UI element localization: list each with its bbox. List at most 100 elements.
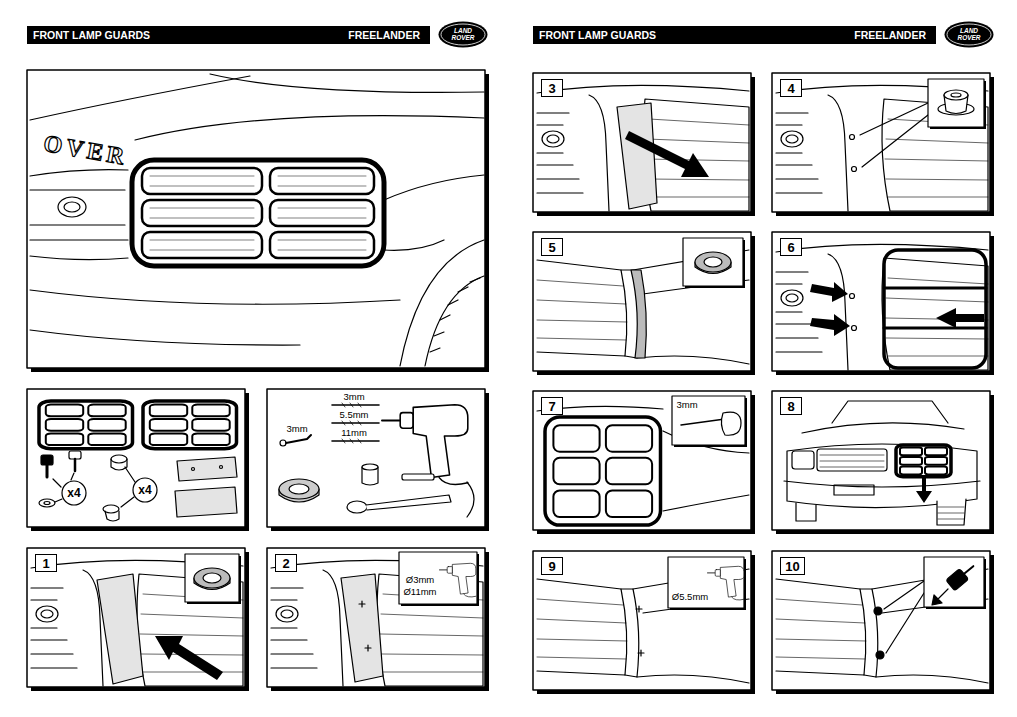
step-panel [884, 250, 986, 368]
step-panel [617, 103, 657, 209]
step-panel [672, 396, 745, 445]
step-panel [916, 477, 932, 503]
step-panel [936, 308, 984, 328]
main-illustration [400, 240, 484, 366]
kit-parts-panel [44, 502, 50, 505]
step-panel [802, 423, 964, 433]
kit-parts-panel [220, 466, 223, 469]
step-panel [772, 551, 994, 694]
kit-parts-panel [133, 478, 157, 502]
header-text: FRONT LAMP GUARDS [33, 29, 150, 41]
step-panel [203, 573, 221, 583]
step-panel [533, 391, 755, 534]
logo-oval [439, 22, 488, 48]
dimension-label: Ø11mm [403, 587, 436, 597]
step-panel [341, 574, 383, 682]
main-illustration [132, 160, 384, 266]
step-number-box: 9 [541, 557, 563, 575]
step-panel [267, 548, 485, 687]
logo-oval [441, 24, 485, 45]
main-illustration [384, 175, 484, 200]
kit-parts-panel [175, 487, 237, 517]
kit-parts-panel [111, 455, 127, 463]
step-panel [852, 326, 857, 331]
step-number-box: 7 [541, 397, 563, 415]
step-panel [772, 551, 990, 690]
main-illustration [270, 200, 374, 226]
main-illustration [150, 176, 366, 250]
step-panel [97, 574, 143, 684]
dimension-label: 5.5mm [339, 410, 368, 420]
step-panel [533, 73, 755, 216]
step-panel [668, 557, 744, 608]
header-band: FRONT LAMP GUARDSFREELANDER [27, 26, 430, 44]
main-illustration [425, 276, 484, 366]
step-panel [850, 135, 855, 140]
quantity-mark: x4 [67, 487, 80, 499]
kit-parts-panel [74, 459, 77, 471]
main-illustration [30, 170, 128, 260]
brand-logo: LAND ROVER [438, 21, 488, 48]
step-number: 3 [548, 81, 555, 96]
step-panel [772, 232, 994, 375]
brand-logo: LAND ROVER [944, 21, 994, 48]
step-number-box: 1 [35, 554, 57, 572]
step-number-box: 6 [780, 238, 802, 256]
step-number-box: 4 [780, 79, 802, 97]
step-panel [860, 103, 928, 167]
tools-panel [366, 495, 451, 510]
step-panel [796, 503, 816, 521]
kit-parts-panel [27, 389, 249, 531]
logo-oval [945, 22, 994, 48]
kit-parts-panel [46, 465, 49, 477]
main-illustration [142, 168, 262, 194]
kit-parts-panel [111, 459, 127, 470]
step-panel [884, 581, 924, 653]
step-panel [784, 481, 980, 487]
step-panel [359, 601, 371, 651]
step-panel [772, 232, 990, 371]
step-panel [772, 73, 994, 216]
main-illustration [27, 70, 485, 368]
step-panel [787, 444, 977, 508]
tools-panel [267, 389, 489, 531]
tools-panel [362, 464, 378, 470]
step-panel [772, 391, 990, 530]
step-number-box: 10 [780, 557, 805, 575]
step-panel [440, 563, 476, 597]
step-panel [834, 485, 874, 495]
dimension-label: 3mm [676, 400, 697, 410]
kit-parts-panel [105, 511, 119, 521]
step-panel [545, 417, 661, 525]
step-number: 5 [548, 240, 555, 255]
step-panel [874, 607, 882, 615]
step-panel [537, 85, 749, 211]
main-illustration [270, 168, 374, 194]
main-illustration [142, 200, 262, 226]
quantity-mark: x4 [138, 484, 151, 496]
step-panel [944, 90, 968, 100]
tools-panel [382, 405, 468, 485]
step-panel [820, 455, 884, 467]
step-panel [704, 257, 722, 267]
step-panel [772, 391, 994, 534]
step-panel [817, 449, 887, 471]
step-panel [695, 252, 731, 272]
step-panel [708, 566, 744, 600]
step-number-box: 3 [541, 79, 563, 97]
step-panel [832, 401, 948, 423]
dimension-label: Ø5.5mm [672, 592, 708, 602]
main-illustration [30, 330, 300, 345]
step-panel [946, 561, 978, 591]
kit-parts-panel [39, 499, 55, 507]
kit-parts-panel [177, 457, 237, 481]
step-number: 9 [548, 559, 555, 574]
step-number-box: 2 [275, 554, 297, 572]
tools-panel [467, 482, 474, 517]
step-panel [631, 270, 646, 358]
step-panel [533, 391, 751, 530]
logo-oval [947, 24, 991, 45]
step-panel [399, 552, 477, 604]
dimension-label: Ø3mm [406, 575, 435, 585]
